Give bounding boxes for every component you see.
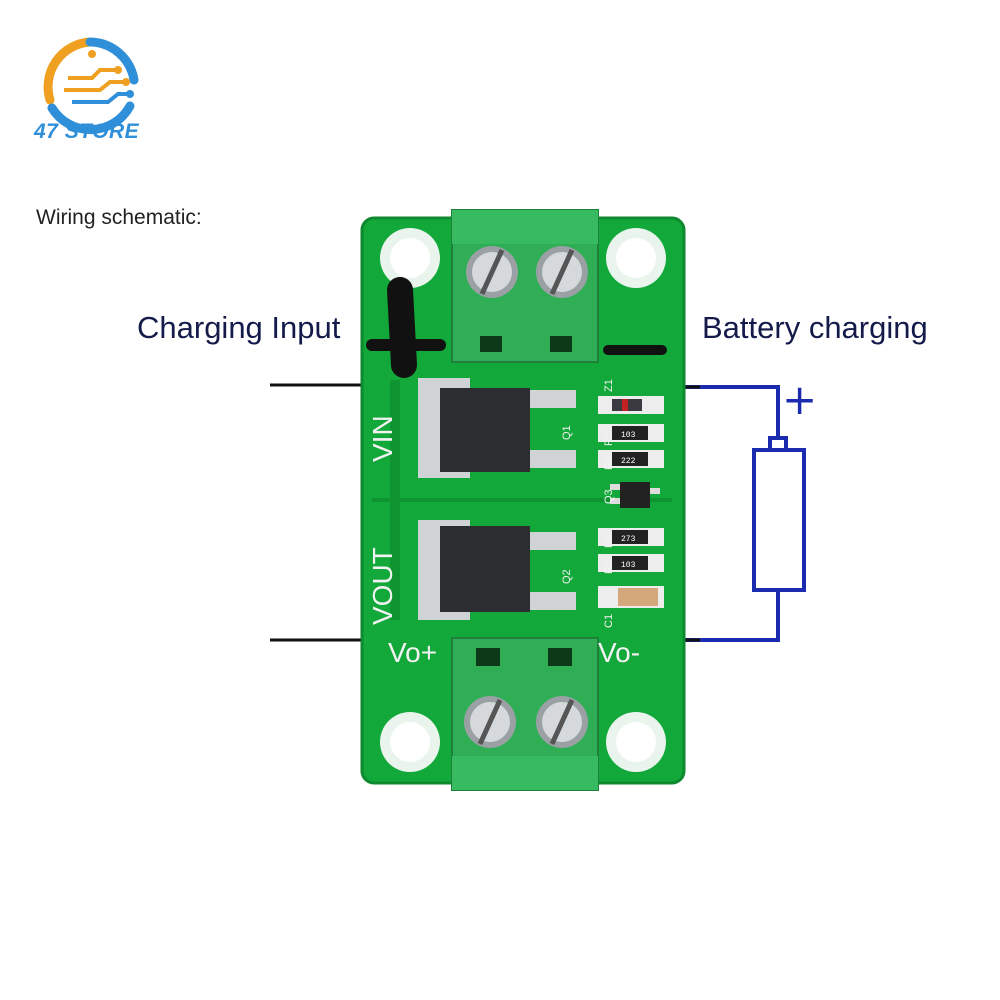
output-terminal-block — [451, 637, 599, 791]
r2-code: 103 — [621, 561, 636, 570]
silk-r2: R2 — [603, 560, 615, 574]
mounting-hole-icon — [380, 228, 666, 772]
mosfet-q1 — [418, 378, 576, 478]
screw-icon — [536, 696, 588, 748]
silk-q2: Q2 — [561, 569, 573, 584]
silk-q1: Q1 — [561, 425, 573, 440]
silk-vin: VIN — [367, 415, 398, 462]
r4-code: 273 — [621, 535, 636, 544]
charging-input-label: Charging Input — [137, 310, 341, 345]
mosfet-q2 — [418, 520, 576, 620]
pcb-board: 103 222 273 103 VIN VOUT Vo+ Vo- Q1 Q2 Z… — [360, 209, 686, 791]
input-terminal-block — [451, 209, 599, 363]
silk-r1: R1 — [603, 432, 615, 446]
screw-icon — [464, 696, 516, 748]
capacitor-c1 — [598, 586, 664, 608]
silk-q3: Q3 — [603, 489, 615, 504]
resistor-r3 — [598, 450, 664, 468]
screw-icon — [466, 246, 518, 298]
silk-z1: Z1 — [603, 379, 615, 392]
diagram-caption: Wiring schematic: — [36, 206, 202, 229]
silk-r4: R4 — [603, 534, 615, 548]
silk-vo-minus: Vo- — [598, 637, 640, 668]
silk-vo-plus: Vo+ — [388, 637, 437, 668]
battery-charging-label: Battery charging — [702, 310, 928, 345]
battery-icon — [752, 436, 806, 592]
resistor-r1 — [598, 424, 664, 442]
r1-code: 103 — [621, 431, 636, 440]
silk-r3: R3 — [603, 456, 615, 470]
resistor-r2 — [598, 554, 664, 572]
store-logo-icon — [43, 37, 139, 135]
resistor-r4 — [598, 528, 664, 546]
transistor-q3 — [610, 482, 660, 508]
battery-positive-wire — [675, 385, 780, 438]
r3-code: 222 — [621, 457, 636, 466]
silk-vout: VOUT — [367, 547, 398, 625]
battery-plus-symbol: + — [782, 375, 817, 424]
zener-z1 — [598, 396, 664, 414]
brand-name: 47 STORE — [34, 120, 140, 143]
battery-negative-wire — [675, 590, 780, 642]
silk-c1: C1 — [603, 614, 615, 628]
screw-icon — [536, 246, 588, 298]
